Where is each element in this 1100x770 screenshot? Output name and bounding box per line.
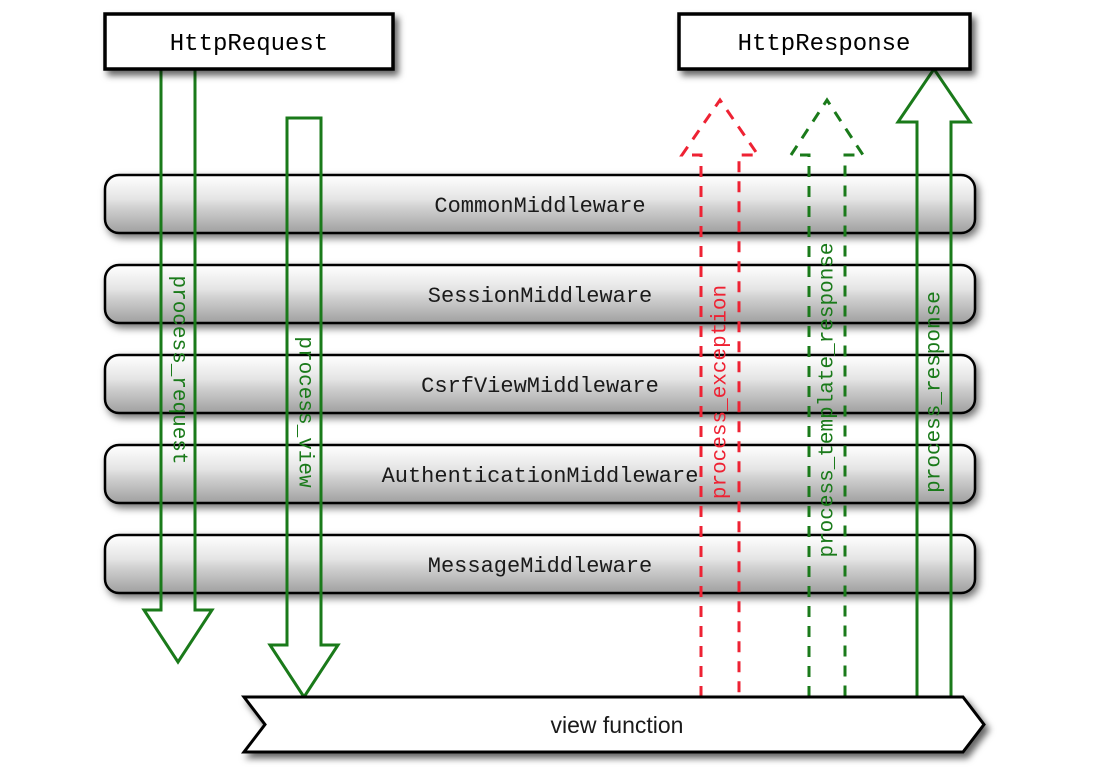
process-view-label: process_view [293, 336, 316, 488]
flow-process-exception[interactable]: process_exception [679, 97, 761, 697]
process-exception-label: process_exception [710, 285, 733, 499]
middleware-label: MessageMiddleware [428, 554, 652, 579]
middleware-bar[interactable]: CsrfViewMiddleware [103, 353, 977, 415]
middleware-label: CommonMiddleware [434, 194, 645, 219]
middleware-bar[interactable]: CommonMiddleware [103, 173, 977, 235]
view-function-banner[interactable]: view function [240, 695, 986, 754]
process-response-label: process_response [924, 291, 947, 493]
process-request-label: process_request [167, 275, 190, 464]
middleware-label: CsrfViewMiddleware [421, 374, 659, 399]
process-view-arrow [267, 116, 341, 700]
http-response-label: HttpResponse [738, 31, 911, 58]
flow-process-template-response[interactable]: process_template_response [788, 97, 866, 697]
view-function-label: view function [551, 712, 684, 738]
process-template-response-label: process_template_response [817, 242, 840, 557]
view-function-shape [240, 695, 986, 754]
http-request-label: HttpRequest [170, 31, 328, 58]
flow-process-request[interactable]: process_request [141, 66, 215, 665]
flow-process-view[interactable]: process_view [267, 116, 341, 700]
middleware-label: SessionMiddleware [428, 284, 652, 309]
middleware-bar[interactable]: MessageMiddleware [103, 533, 977, 595]
process-exception-arrow [679, 97, 761, 697]
http-response-box[interactable]: HttpResponse [677, 12, 972, 71]
process-request-arrow [141, 66, 215, 665]
http-request-box-shape [103, 12, 395, 71]
http-response-box-shape [677, 12, 972, 71]
http-request-box[interactable]: HttpRequest [103, 12, 395, 71]
process-template-response-arrow [788, 97, 866, 697]
middleware-label: AuthenticationMiddleware [382, 464, 699, 489]
